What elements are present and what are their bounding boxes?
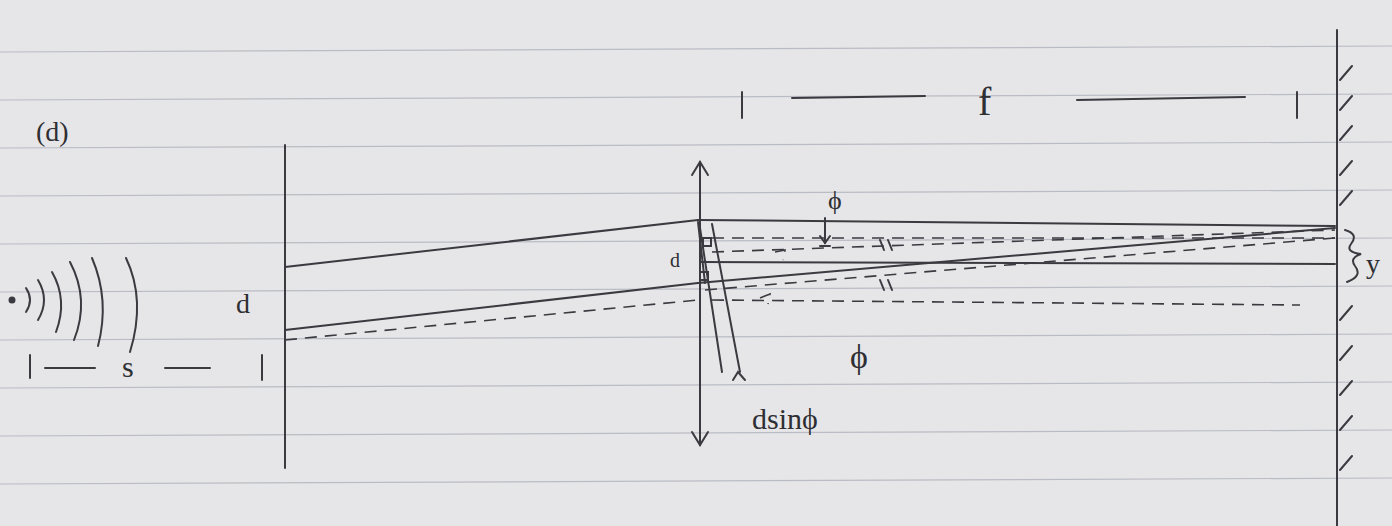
handwritten-label: dsinϕ [752,404,818,434]
handwritten-label: d [670,250,680,270]
handwritten-label: s [122,352,134,382]
dashed-rays [285,230,1335,340]
handwritten-label: (d) [36,118,69,146]
handwritten-label: y [1366,250,1380,278]
handwritten-label: ϕ [828,188,842,214]
sketch [10,30,1362,526]
handwritten-label: ϕ [850,340,868,374]
handwritten-label: d [236,290,250,318]
ruled-lines [0,46,1392,484]
handwritten-label: f [978,82,991,122]
